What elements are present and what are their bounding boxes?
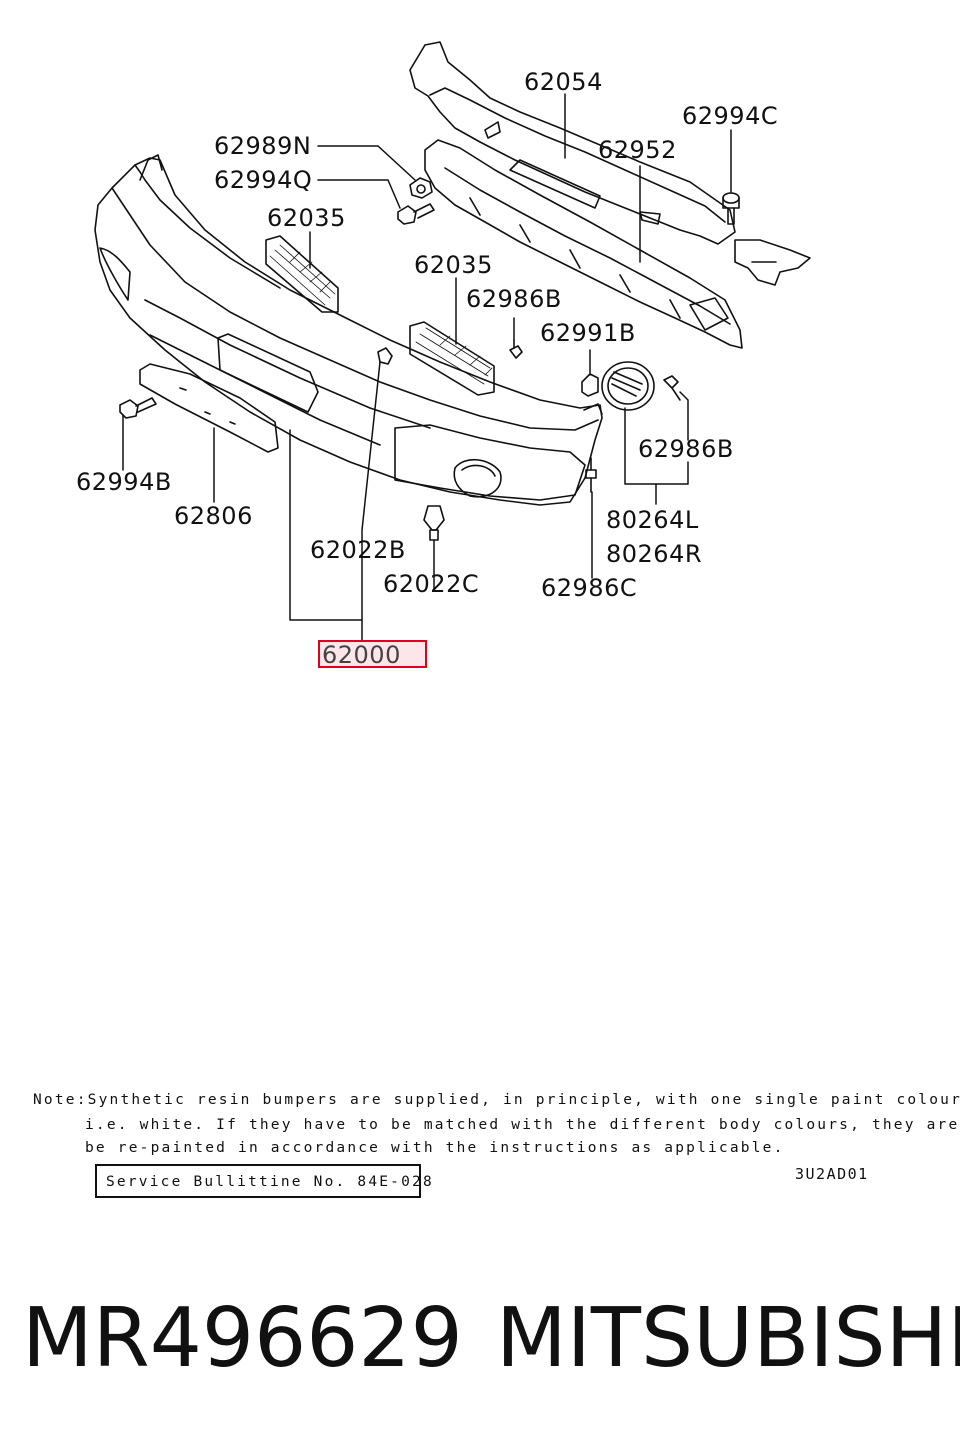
label-62991B: 62991B	[540, 319, 636, 347]
label-62986B-right: 62986B	[638, 435, 734, 463]
bumper-tip-clip	[583, 403, 603, 415]
label-62986B-upper: 62986B	[466, 285, 562, 313]
label-62022B: 62022B	[310, 536, 406, 564]
label-62022C: 62022C	[383, 570, 480, 598]
screw-62986C	[585, 457, 597, 493]
label-62989N: 62989N	[214, 132, 312, 160]
part-number: MR496629	[22, 1291, 463, 1386]
note-line-2: i.e. white. If they have to be matched w…	[85, 1117, 960, 1133]
bolt-62994Q	[397, 203, 435, 225]
nut-62989N	[409, 177, 433, 199]
label-80264R: 80264R	[606, 540, 703, 568]
label-62994Q: 62994Q	[214, 166, 313, 194]
label-62952: 62952	[598, 136, 677, 164]
bolt-62994B	[119, 397, 157, 419]
side-bracket	[734, 239, 811, 286]
service-bulletin-text: Service Bullittine No. 84E-028	[106, 1174, 434, 1190]
figure-code: 3U2AD01	[795, 1165, 869, 1183]
grille-left	[265, 235, 339, 313]
screw-62986B-right	[663, 375, 681, 401]
label-62994C: 62994C	[682, 102, 779, 130]
clip-62991B	[581, 373, 599, 397]
clip-62022B	[377, 347, 393, 365]
note-line-3: be re-painted in accordance with the ins…	[85, 1140, 785, 1156]
bumper-absorber	[424, 139, 743, 349]
clip-62022C	[423, 505, 445, 541]
screw-62986B-upper	[509, 339, 523, 359]
label-62986C: 62986C	[541, 574, 638, 602]
license-plate-bracket	[139, 363, 279, 453]
brand-name: MITSUBISHI	[496, 1291, 960, 1386]
service-bulletin-box: Service Bullittine No. 84E-028	[95, 1164, 432, 1198]
label-80264L: 80264L	[606, 506, 699, 534]
label-62054: 62054	[524, 68, 603, 96]
label-62035-right: 62035	[414, 251, 493, 279]
leader-lines	[122, 93, 732, 641]
bumper-cover	[94, 154, 603, 506]
label-62806: 62806	[174, 502, 253, 530]
grille-right	[409, 321, 495, 396]
bolt-62994C	[722, 192, 740, 225]
label-62994B: 62994B	[76, 468, 172, 496]
note-line-1: Note:Synthetic resin bumpers are supplie…	[33, 1092, 960, 1108]
label-62035-left: 62035	[267, 204, 346, 232]
fog-lamp-cover	[601, 361, 655, 411]
label-62000-highlighted[interactable]: 62000	[318, 640, 427, 668]
